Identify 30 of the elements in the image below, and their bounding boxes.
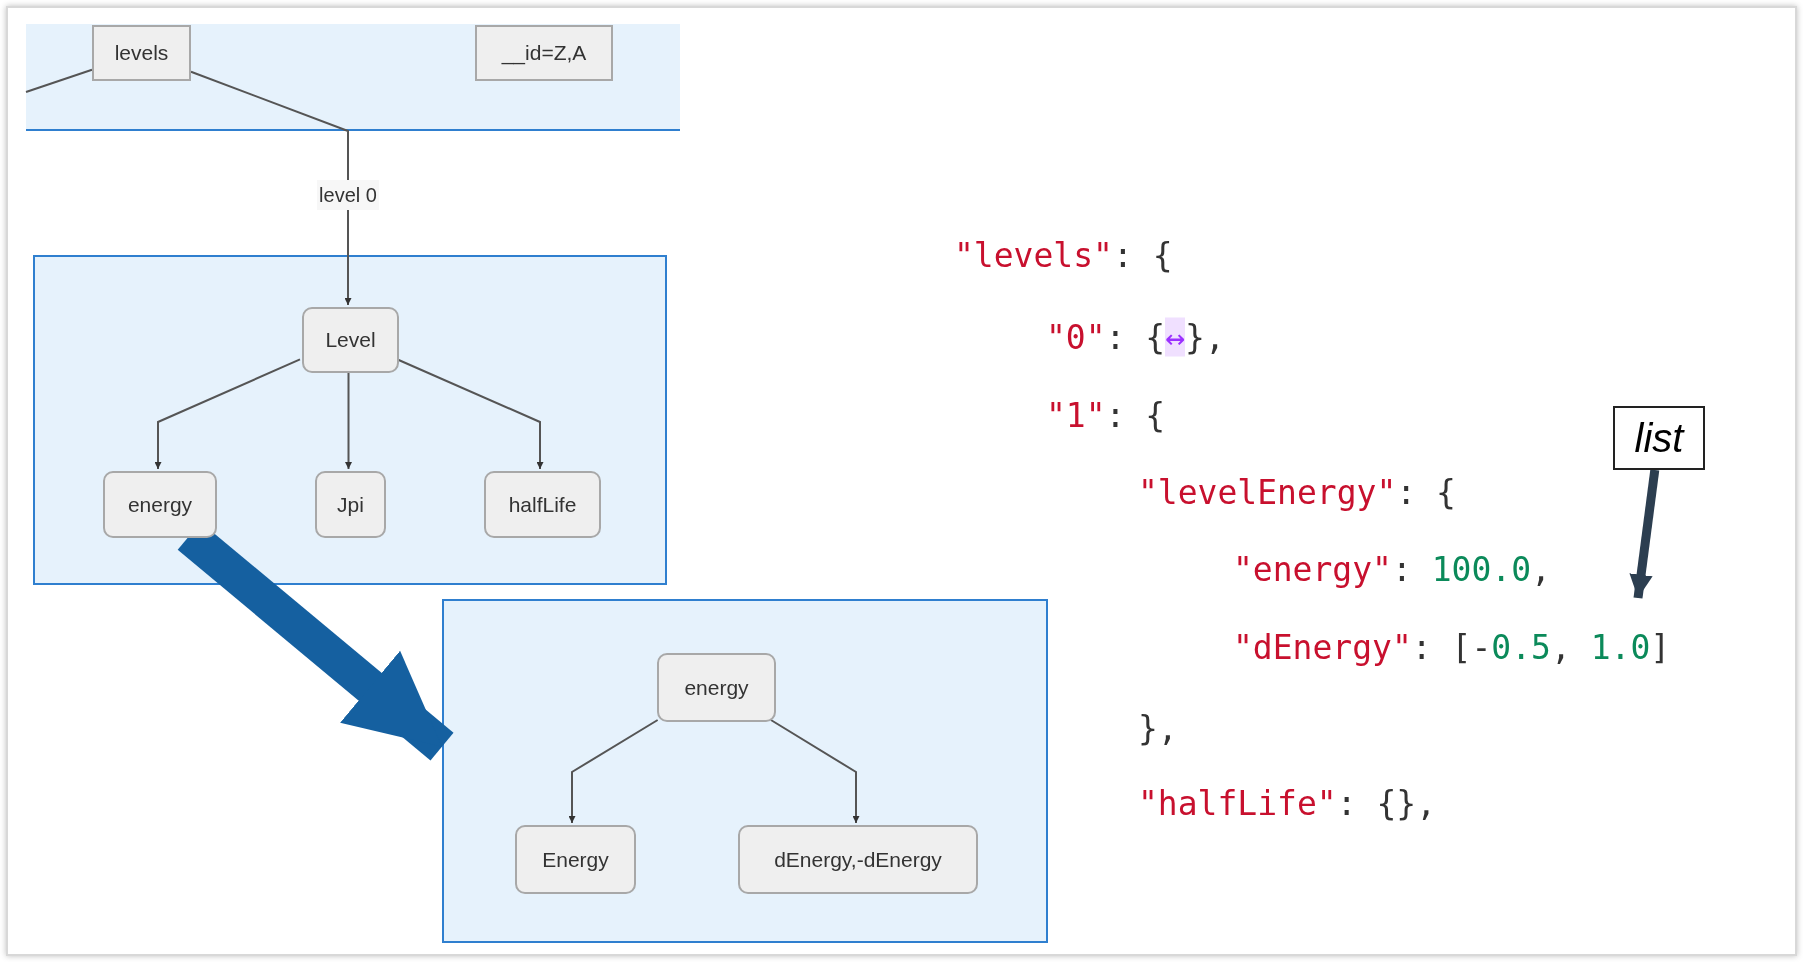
node-box: Level xyxy=(302,307,399,373)
node-box: energy xyxy=(103,471,217,538)
node-box: levels xyxy=(92,25,191,81)
container-panel xyxy=(33,255,667,585)
code-line: "levelEnergy": { xyxy=(1138,475,1456,509)
code-line: "1": { xyxy=(1046,398,1166,432)
code-line: }, xyxy=(1138,711,1178,745)
node-box: halfLife xyxy=(484,471,601,538)
code-line: "halfLife": {}, xyxy=(1138,786,1437,820)
code-line: "0": {↔}, xyxy=(1046,320,1225,354)
node-box: dEnergy,-dEnergy xyxy=(738,825,978,894)
container-panel xyxy=(442,599,1048,943)
arrow xyxy=(568,719,659,824)
code-line: "energy": 100.0, xyxy=(1233,552,1551,586)
node-box: Energy xyxy=(515,825,636,894)
arrow xyxy=(154,358,301,470)
connector-line xyxy=(25,68,93,93)
arrow xyxy=(190,70,352,306)
callout-box: list xyxy=(1613,406,1705,470)
code-line: "levels": { xyxy=(954,238,1173,272)
node-box: Jpi xyxy=(315,471,386,538)
arrow xyxy=(769,719,860,824)
container-panel xyxy=(26,24,680,131)
node-box: __id=Z,A xyxy=(475,25,613,81)
node-box: energy xyxy=(657,653,776,722)
arrow xyxy=(396,358,544,470)
code-line: "dEnergy": [-0.5, 1.0] xyxy=(1233,630,1671,664)
thick-arrow xyxy=(1629,469,1660,599)
edge-label: level 0 xyxy=(317,180,379,210)
arrow xyxy=(345,370,352,470)
